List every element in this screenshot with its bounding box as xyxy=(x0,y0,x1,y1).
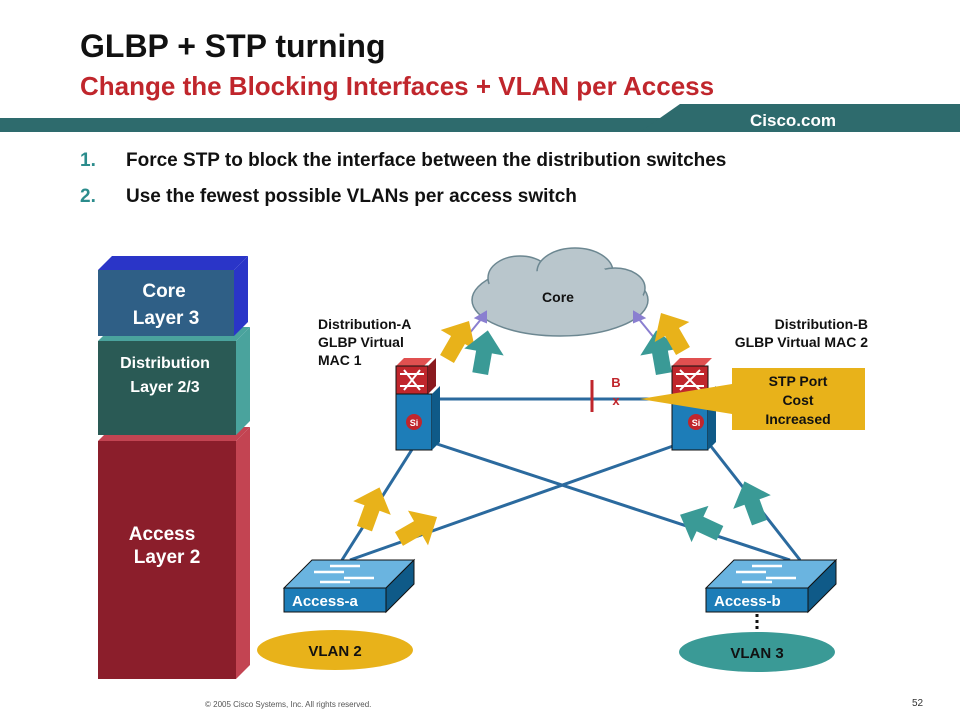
core-cloud-label: Core xyxy=(542,289,574,305)
distribution-layer-block xyxy=(98,341,236,435)
stp-callout-line-1: STP Port xyxy=(769,373,828,389)
vlan-3-badge: VLAN 3 xyxy=(679,632,835,672)
slide-subtitle: Change the Blocking Interfaces + VLAN pe… xyxy=(80,71,715,101)
access-layer-block xyxy=(98,441,236,679)
bullet-list: 1. Force STP to block the interface betw… xyxy=(80,150,726,222)
si-icon xyxy=(688,414,704,430)
bullet-item-2: 2. Use the fewest possible VLANs per acc… xyxy=(80,186,726,222)
dist-a-label-2: GLBP Virtual xyxy=(318,334,404,350)
core-layer-block xyxy=(98,270,234,336)
dist-a-label-3: MAC 1 xyxy=(318,352,362,368)
stp-callout-line-2: Cost xyxy=(782,392,813,408)
dist-b-label-1: Distribution-B xyxy=(775,316,868,332)
bullet-text: Force STP to block the interface between… xyxy=(126,150,727,171)
access-b-label: Access-b xyxy=(714,593,781,610)
bullet-number: 2. xyxy=(80,186,96,207)
si-icon xyxy=(406,414,422,430)
blocked-label-x: x xyxy=(612,393,620,408)
access-layer-label-2: Layer 2 xyxy=(134,547,201,568)
si-label: Si xyxy=(692,418,701,428)
link-dista-accessb xyxy=(424,438,791,562)
vlan-2-label: VLAN 2 xyxy=(308,643,361,660)
core-layer-label-1: Core xyxy=(142,281,185,302)
copyright-notice: © 2005 Cisco Systems, Inc. All rights re… xyxy=(205,700,372,709)
brand-link[interactable]: Cisco.com xyxy=(750,111,836,130)
slide-title: GLBP + STP turning xyxy=(80,28,386,64)
dist-b-label-2: GLBP Virtual MAC 2 xyxy=(735,334,869,350)
header-bar: Cisco.com xyxy=(0,104,960,132)
core-cloud: Core xyxy=(471,247,649,337)
access-a-switch[interactable]: Access-a xyxy=(282,558,416,614)
core-layer-label-2: Layer 3 xyxy=(133,308,200,329)
dist-a-label-1: Distribution-A xyxy=(318,316,411,332)
distribution-layer-label-1: Distribution xyxy=(120,355,210,372)
vlan-3-label: VLAN 3 xyxy=(730,645,783,662)
layer-stack: Access Layer 2 Distribution Layer 2/3 Co… xyxy=(98,256,250,679)
access-layer-label-1: Access xyxy=(129,524,196,545)
si-label: Si xyxy=(410,418,419,428)
vlan-2-badge: VLAN 2 xyxy=(257,630,413,670)
blocked-label-b: B xyxy=(611,375,620,390)
distribution-layer-label-2: Layer 2/3 xyxy=(130,379,199,396)
stp-callout-line-3: Increased xyxy=(765,411,830,427)
bullet-text: Use the fewest possible VLANs per access… xyxy=(126,186,577,207)
stp-port-cost-callout: STP Port Cost Increased xyxy=(640,368,865,430)
bullet-item-1: 1. Force STP to block the interface betw… xyxy=(80,150,726,186)
access-b-switch[interactable]: Access-b xyxy=(704,558,838,614)
page-number: 52 xyxy=(912,698,924,709)
distribution-a-switch[interactable]: Si xyxy=(395,358,440,451)
access-a-label: Access-a xyxy=(292,593,359,610)
bullet-number: 1. xyxy=(80,150,96,171)
arrow-up-icon xyxy=(345,480,399,536)
